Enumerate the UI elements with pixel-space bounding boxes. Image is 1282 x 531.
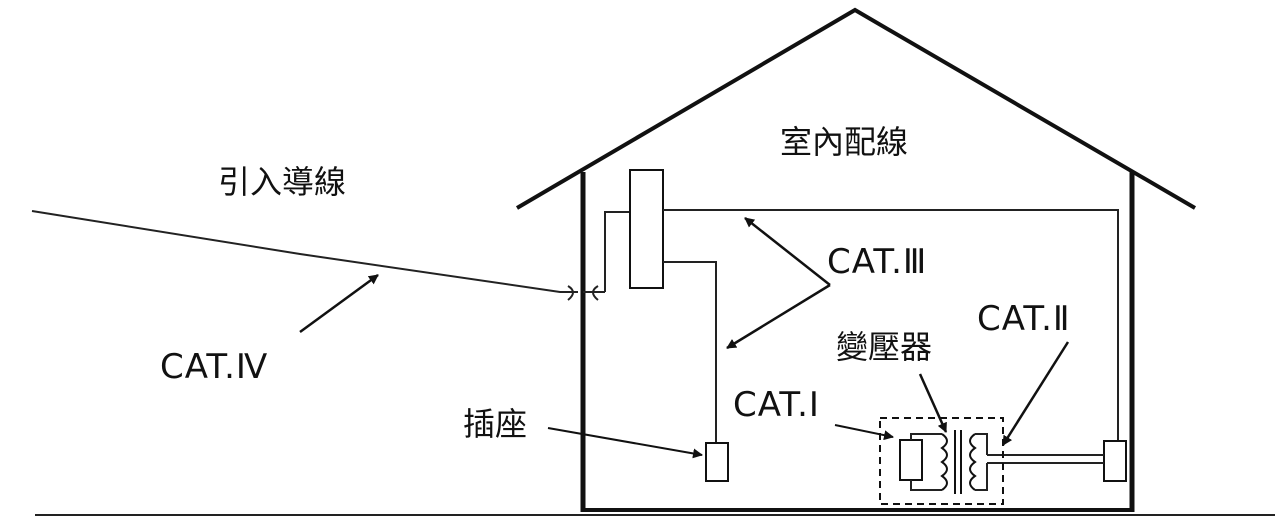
house-roof — [515, 7, 1197, 210]
outlet-arrow — [547, 427, 703, 459]
outlet-label: 插座 — [463, 405, 527, 443]
cat-i-arrow — [834, 424, 894, 441]
panel-feed-wire — [604, 211, 630, 292]
transformer-arrow — [918, 373, 948, 433]
distribution-panel — [629, 169, 664, 289]
outlet-branch-wire — [663, 261, 717, 443]
transformer-primary-coil — [940, 433, 948, 491]
cat-iv-label: CAT.Ⅳ — [160, 347, 268, 387]
load-element — [899, 439, 923, 481]
cat-iii-arrow-lower — [726, 283, 831, 350]
load-wire-top — [910, 433, 942, 440]
secondary-wire-top — [975, 433, 988, 455]
outlet — [705, 442, 729, 482]
transformer-enclosure — [879, 417, 1004, 505]
transformer-secondary-coil — [969, 433, 977, 491]
cat-iv-arrow — [299, 273, 379, 334]
cat-iii-arrow-upper — [744, 217, 831, 286]
wall-socket — [1103, 440, 1127, 482]
indoor-wiring-top — [663, 209, 1119, 448]
cat-iii-label: CAT.Ⅲ — [827, 242, 927, 282]
service-drop-label: 引入導線 — [218, 163, 346, 201]
transformer-label: 變壓器 — [836, 328, 932, 366]
indoor-wiring-label: 室內配線 — [780, 123, 908, 161]
load-wire-bottom — [910, 480, 942, 491]
cat-ii-label: CAT.Ⅱ — [977, 299, 1071, 339]
cat-ii-arrow — [1001, 341, 1070, 446]
cat-i-label: CAT.Ⅰ — [733, 385, 820, 425]
service-drop-wire — [31, 210, 578, 293]
secondary-wire-bottom — [975, 463, 988, 491]
